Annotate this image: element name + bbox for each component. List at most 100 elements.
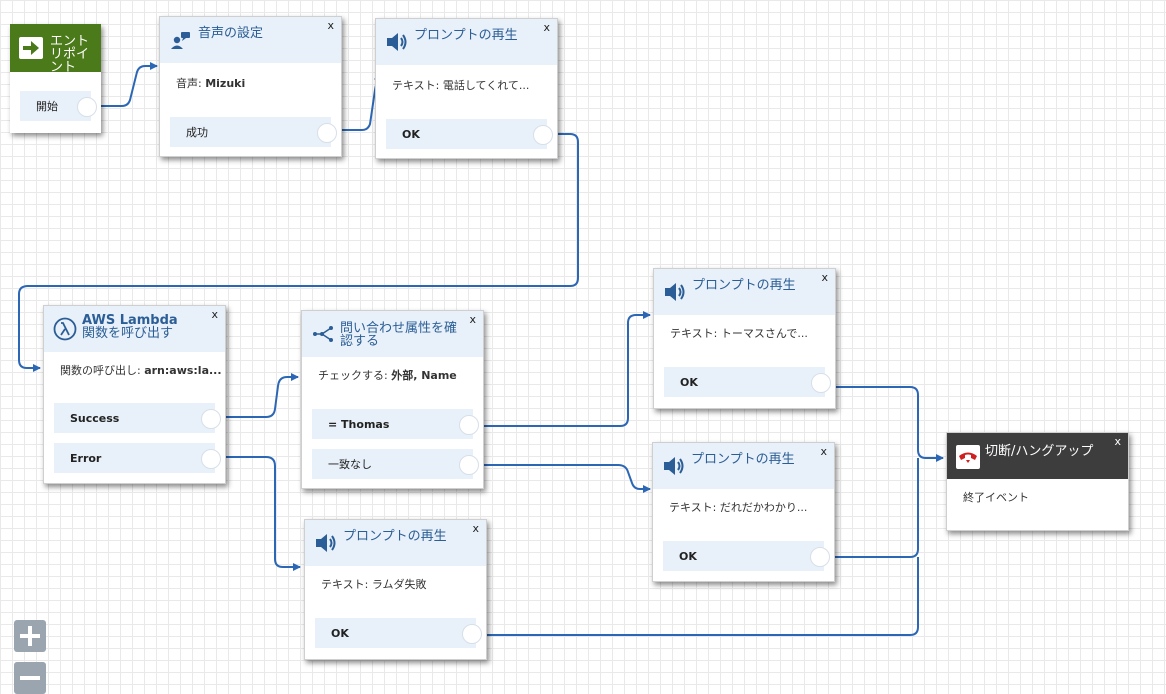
speaker-icon — [385, 30, 409, 54]
branch-start-port[interactable] — [77, 97, 97, 117]
voice-chat-icon — [169, 28, 193, 52]
branch-success[interactable]: 成功 — [170, 117, 337, 147]
prompt-error-header: プロンプトの再生 x — [305, 520, 486, 566]
wire-success-to-check — [224, 373, 299, 418]
prompt-block-1[interactable]: プロンプトの再生 x テキスト: 電話してくれて... OK — [375, 18, 558, 159]
branch-ok[interactable]: OK — [386, 119, 553, 149]
check-attributes-block[interactable]: 問い合わせ属性を確認する x チェックする: 外部, Name = Thomas… — [301, 310, 484, 489]
prompt-block-thomas[interactable]: プロンプトの再生 x テキスト: トーマスさんで... OK — [653, 268, 836, 409]
desc-value: Mizuki — [205, 77, 246, 90]
hangup-header: 切断/ハングアップ x — [947, 433, 1128, 479]
prompt-unknown-description: テキスト: だれだかわかり... — [669, 501, 808, 514]
branch-error[interactable]: Error — [54, 443, 221, 473]
entry-point-block[interactable]: エントリポイント 開始 — [10, 24, 101, 133]
branch-ok[interactable]: OK — [664, 367, 831, 397]
lambda-description: 関数の呼び出し: arn:aws:la... — [44, 362, 225, 378]
branch-no-match[interactable]: 一致なし — [312, 449, 479, 479]
branch-ok-label: OK — [679, 549, 697, 563]
speaker-icon — [662, 454, 686, 478]
hangup-phone-icon — [956, 445, 980, 469]
speaker-icon — [663, 280, 687, 304]
desc-label: チェックする: — [318, 369, 392, 382]
prompt-block-unknown[interactable]: プロンプトの再生 x テキスト: だれだかわかり... OK — [652, 442, 835, 582]
branch-ok-label: OK — [331, 626, 349, 640]
prompt-1-title: プロンプトの再生 — [414, 28, 518, 43]
prompt-error-description: テキスト: ラムダ失敗 — [321, 578, 427, 591]
close-button[interactable]: x — [821, 271, 828, 284]
prompt-thomas-header: プロンプトの再生 x — [654, 269, 835, 315]
close-button[interactable]: x — [1114, 435, 1121, 448]
branch-equals-thomas-port[interactable] — [459, 415, 479, 435]
check-attributes-title: 問い合わせ属性を確認する — [340, 321, 458, 349]
branch-ok[interactable]: OK — [663, 541, 830, 571]
set-voice-description: 音声: Mizuki — [160, 75, 341, 91]
prompt-unknown-title: プロンプトの再生 — [691, 452, 795, 467]
hangup-title: 切断/ハングアップ — [985, 444, 1094, 459]
branch-start-label: 開始 — [36, 100, 58, 113]
arrow-right-icon — [19, 37, 43, 59]
branch-ok-port[interactable] — [810, 547, 830, 567]
set-voice-title: 音声の設定 — [198, 26, 264, 41]
minus-icon — [14, 662, 46, 694]
desc-label: 音声: — [176, 77, 206, 90]
close-button[interactable]: x — [469, 313, 476, 326]
wire-error-to-prompt-error — [224, 456, 301, 571]
zoom-in-button[interactable] — [14, 620, 46, 652]
branch-equals-thomas-label: = Thomas — [328, 417, 390, 431]
wire-thomas-prompt-to-hangup — [832, 386, 944, 462]
set-voice-header: 音声の設定 x — [160, 17, 341, 63]
branch-success-label: 成功 — [186, 126, 208, 139]
check-attributes-description: チェックする: 外部, Name — [302, 367, 483, 383]
prompt-1-header: プロンプトの再生 x — [376, 19, 557, 65]
desc-label: 関数の呼び出し: — [60, 364, 145, 377]
prompt-1-description: テキスト: 電話してくれて... — [392, 79, 530, 92]
branch-error-label: Error — [70, 451, 102, 465]
branch-ok-label: OK — [680, 375, 698, 389]
prompt-thomas-description: テキスト: トーマスさんで... — [670, 327, 808, 340]
close-button[interactable]: x — [472, 522, 479, 535]
lambda-icon — [53, 317, 77, 341]
prompt-unknown-header: プロンプトの再生 x — [653, 443, 834, 489]
desc-value: arn:aws:la... — [144, 364, 222, 377]
branch-start[interactable]: 開始 — [20, 91, 97, 121]
close-button[interactable]: x — [820, 445, 827, 458]
branch-ok[interactable]: OK — [315, 618, 482, 648]
entry-point-header: エントリポイント — [10, 24, 101, 72]
close-button[interactable]: x — [543, 21, 550, 34]
branch-ok-port[interactable] — [533, 125, 553, 145]
branch-no-match-port[interactable] — [459, 455, 479, 475]
branch-ok-port[interactable] — [462, 624, 482, 644]
branch-icon — [311, 322, 335, 346]
branch-success[interactable]: Success — [54, 403, 221, 433]
prompt-thomas-title: プロンプトの再生 — [692, 278, 796, 293]
prompt-error-title: プロンプトの再生 — [343, 529, 447, 544]
wire-nomatch-to-prompt — [481, 464, 651, 493]
branch-error-port[interactable] — [201, 449, 221, 469]
desc-value: 外部, Name — [391, 369, 457, 382]
branch-success-port[interactable] — [317, 123, 337, 143]
wire-entry-to-voice — [101, 62, 158, 107]
branch-ok-port[interactable] — [811, 373, 831, 393]
prompt-block-error[interactable]: プロンプトの再生 x テキスト: ラムダ失敗 OK — [304, 519, 487, 660]
close-button[interactable]: x — [211, 308, 218, 321]
branch-ok-label: OK — [402, 127, 420, 141]
branch-equals-thomas[interactable]: = Thomas — [312, 409, 479, 439]
speaker-icon — [314, 531, 338, 555]
wire-thomas-to-prompt — [481, 311, 651, 427]
zoom-out-button[interactable] — [14, 662, 46, 694]
lambda-title-line2: 関数を呼び出す — [82, 326, 174, 341]
set-voice-block[interactable]: 音声の設定 x 音声: Mizuki 成功 — [159, 16, 342, 157]
branch-success-label: Success — [70, 411, 120, 425]
branch-no-match-label: 一致なし — [328, 458, 372, 471]
plus-icon — [14, 620, 46, 652]
branch-success-port[interactable] — [201, 409, 221, 429]
wire-voice-to-prompt1 — [340, 72, 382, 131]
close-button[interactable]: x — [327, 19, 334, 32]
hangup-block[interactable]: 切断/ハングアップ x 終了イベント — [946, 432, 1129, 531]
check-attributes-header: 問い合わせ属性を確認する x — [302, 311, 483, 357]
hangup-description: 終了イベント — [963, 491, 1029, 504]
entry-point-title: エントリポイント — [50, 34, 90, 72]
